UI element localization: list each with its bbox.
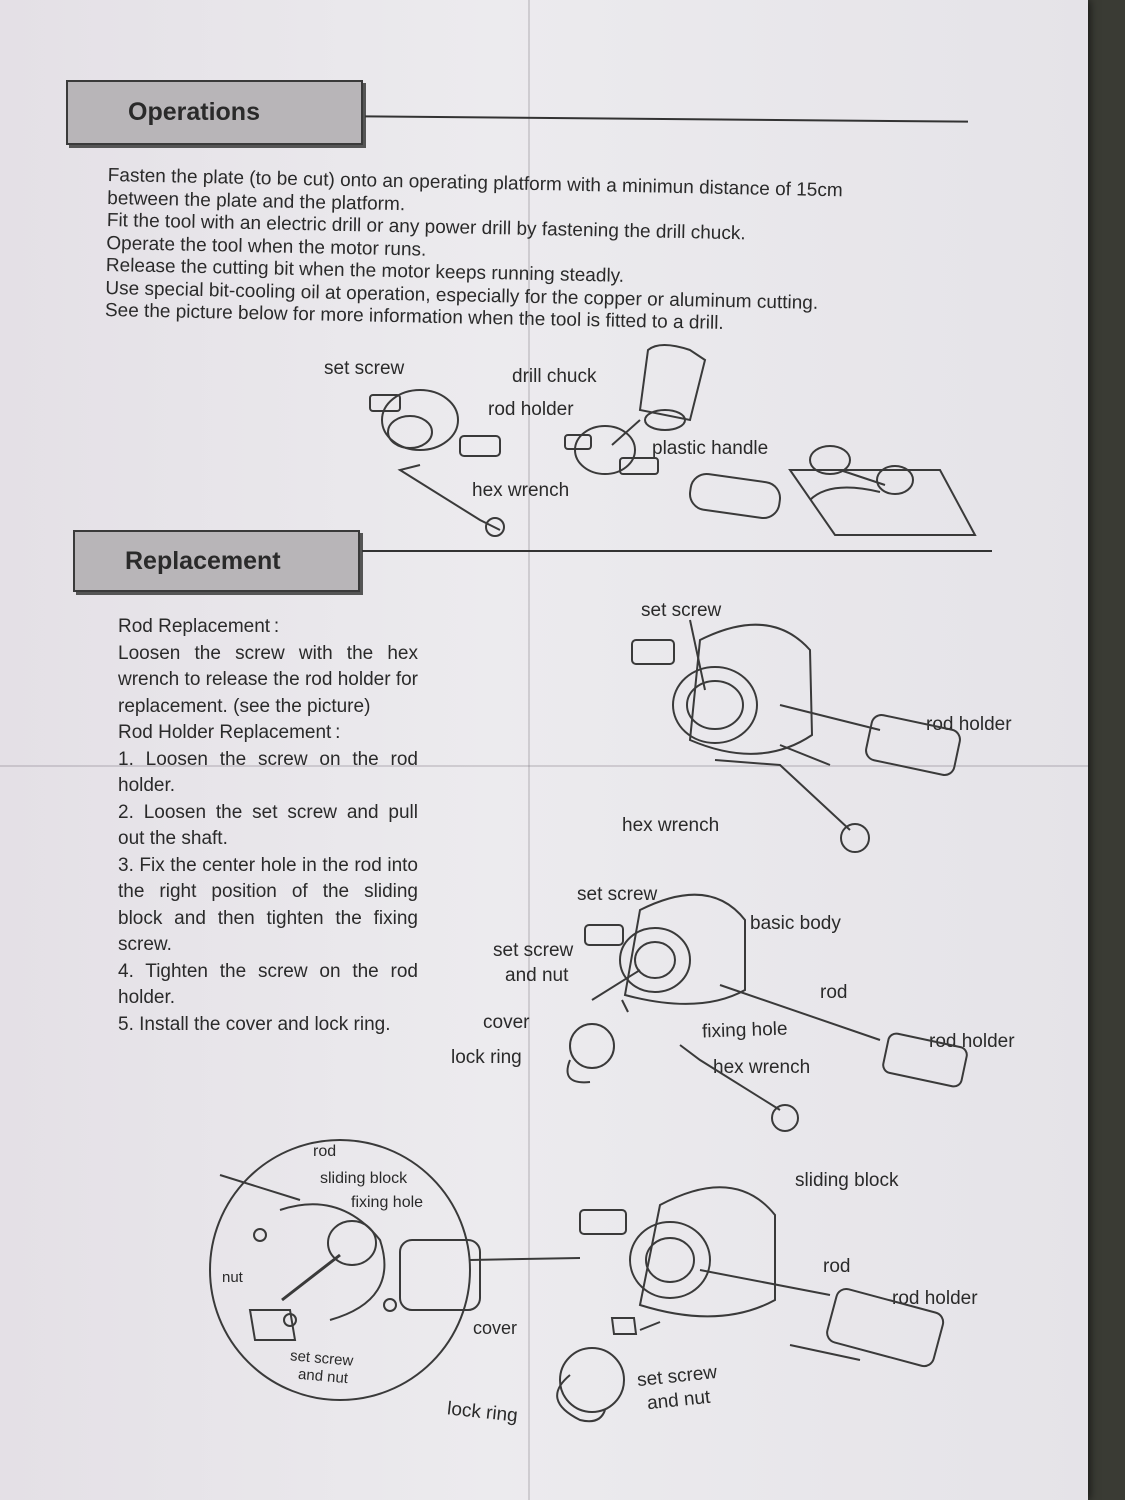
fig1-label-rod-holder: rod holder (926, 714, 1012, 735)
fig3-label-set-screw-and-nut: and nut (297, 1365, 349, 1388)
paper-fold-horizontal (0, 765, 1088, 767)
fig2-label-fixing-hole: fixing hole (701, 1018, 788, 1043)
replacement-step: 3. Fix the center hole in the rod into t… (118, 854, 418, 956)
operations-heading: Operations (128, 98, 260, 126)
drill-chuck-illustration (611, 344, 707, 446)
fig3-label-lock-ring: lock ring (446, 1398, 519, 1427)
label-plastic-handle: plastic handle (652, 438, 769, 459)
rod-holder-replacement-title: Rod Holder Replacement : (118, 722, 341, 743)
fig2-label-cover: cover (483, 1012, 530, 1033)
fig2-label-rod-holder: rod holder (929, 1031, 1015, 1052)
fig1-label-hex-wrench: hex wrench (622, 815, 720, 836)
fig3-label-nut: nut (222, 1269, 243, 1286)
operations-heading-box: Operations (66, 80, 363, 145)
nibbler-head-illustration (369, 389, 505, 537)
fig2-label-basic-body: basic body (750, 913, 841, 934)
fig2-label-rod: rod (820, 982, 848, 1003)
replacement-step: 1. Loosen the screw on the rod holder. (118, 748, 418, 797)
fig3-label-set-screw-and-nut-right: and nut (646, 1386, 712, 1415)
instruction-sheet: Operations Fasten the plate (to be cut) … (0, 0, 1088, 1500)
rod-replacement-body: Loosen the screw with the hex wrench to … (118, 642, 418, 717)
fig2-label-lock-ring: lock ring (451, 1047, 522, 1068)
fig3-label-sliding-block-right: sliding block (795, 1170, 899, 1191)
replacement-heading: Replacement (125, 546, 281, 575)
fig3-label-rod-right: rod (823, 1256, 851, 1277)
fig2-label-set-screw-and-nut: set screw (493, 940, 574, 961)
label-hex-wrench: hex wrench (472, 480, 570, 501)
operations-text: Fasten the plate (to be cut) onto an ope… (105, 165, 988, 341)
fig3-label-rod-holder: rod holder (892, 1288, 978, 1309)
fig2-label-hex-wrench: hex wrench (713, 1057, 811, 1078)
fig1-label-set-screw: set screw (641, 600, 722, 621)
paper-fold-vertical (528, 0, 530, 1500)
drill-on-plate-illustration (788, 445, 977, 536)
label-set-screw: set screw (324, 358, 405, 379)
replacement-rule (362, 550, 992, 552)
fig3-label-cover: cover (473, 1318, 518, 1338)
plastic-handle-illustration (689, 472, 781, 520)
replacement-step: 5. Install the cover and lock ring. (118, 1013, 391, 1035)
fig3-label-fixing-hole: fixing hole (351, 1194, 424, 1211)
fig3-nibbler-illustration (556, 1186, 945, 1423)
replacement-text: Rod Replacement : Loosen the screw with … (118, 614, 418, 1038)
fig2-label-set-screw-and-nut: and nut (505, 965, 569, 986)
replacement-step: 2. Loosen the set screw and pull out the… (118, 801, 418, 850)
small-nibbler-illustration (564, 425, 659, 475)
rod-replacement-title: Rod Replacement : (118, 616, 280, 637)
fig2-label-set-screw: set screw (577, 884, 658, 905)
operations-rule (365, 115, 968, 123)
label-rod-holder: rod holder (488, 399, 574, 420)
fig3-label-sliding-block: sliding block (320, 1170, 408, 1187)
fig3-label-rod: rod (313, 1143, 337, 1160)
replacement-heading-box: Replacement (73, 530, 360, 592)
label-drill-chuck: drill chuck (512, 366, 597, 387)
replacement-step: 4. Tighten the screw on the rod holder. (118, 960, 418, 1009)
